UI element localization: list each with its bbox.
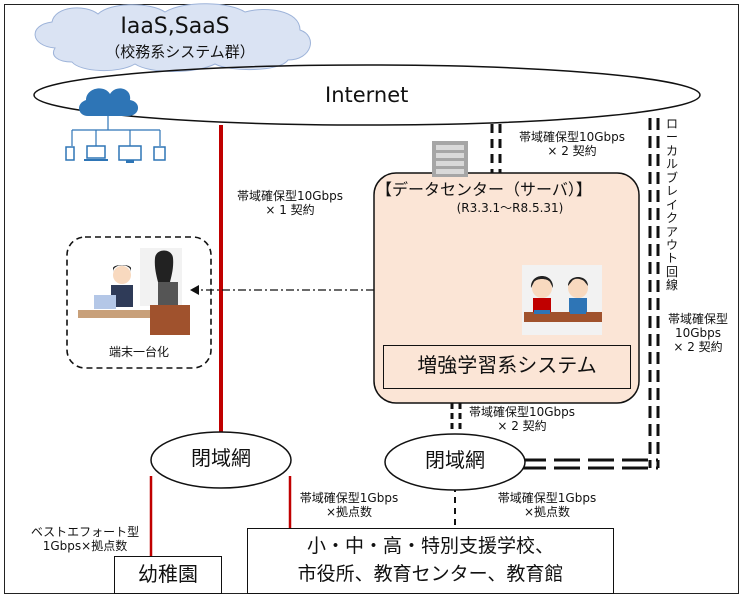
cloud-title: IaaS,SaaS <box>120 14 230 39</box>
closed-network-2-ellipse <box>384 433 526 491</box>
students-illustration <box>522 265 602 335</box>
cloud-devices-icon <box>65 88 166 163</box>
system-label: 増強学習系システム <box>417 353 597 377</box>
kindergarten-box: 幼稚園 <box>114 556 222 594</box>
terminal-group-box <box>66 236 212 369</box>
schools-box: 小・中・高・特別支援学校、 市役所、教育センター、教育館 <box>247 528 614 594</box>
link-closed2-schools-label: 帯域確保型1Gbps×拠点数 <box>497 491 597 519</box>
cloud-shape <box>34 3 311 72</box>
link-closed1-schools-label: 帯域確保型1Gbps×拠点数 <box>299 491 399 519</box>
internet-label: Internet <box>325 83 409 107</box>
server-rack-icon <box>432 141 468 177</box>
terminal-label: 端末一台化 <box>108 345 169 359</box>
closed-network-1-ellipse <box>150 431 292 489</box>
link-internet-closed1-label: 帯域確保型10Gbps× 1 契約 <box>236 189 344 217</box>
link-internet-dc-label: 帯域確保型10Gbps× 2 契約 <box>518 130 626 158</box>
kindergarten-label: 幼稚園 <box>138 562 198 586</box>
cloud-subtitle: （校務系システム群） <box>105 43 255 61</box>
teachers-illustration <box>78 248 190 335</box>
arrow-head <box>190 285 199 295</box>
link-dc-closed2-label: 帯域確保型10Gbps× 2 契約 <box>468 405 576 433</box>
schools-label: 小・中・高・特別支援学校、 市役所、教育センター、教育館 <box>297 535 564 585</box>
datacenter-title: 【データセンター（サーバ）】 <box>376 180 592 199</box>
datacenter-period: (R3.3.1～R8.5.31) <box>456 201 564 215</box>
closed-network-2-label: 閉域網 <box>425 448 485 472</box>
local-breakout-label: ローカルブレイクアウト回線 <box>665 117 678 293</box>
internet-ellipse <box>33 64 701 126</box>
system-box: 増強学習系システム <box>383 345 631 389</box>
closed-network-1-label: 閉域網 <box>191 446 251 470</box>
